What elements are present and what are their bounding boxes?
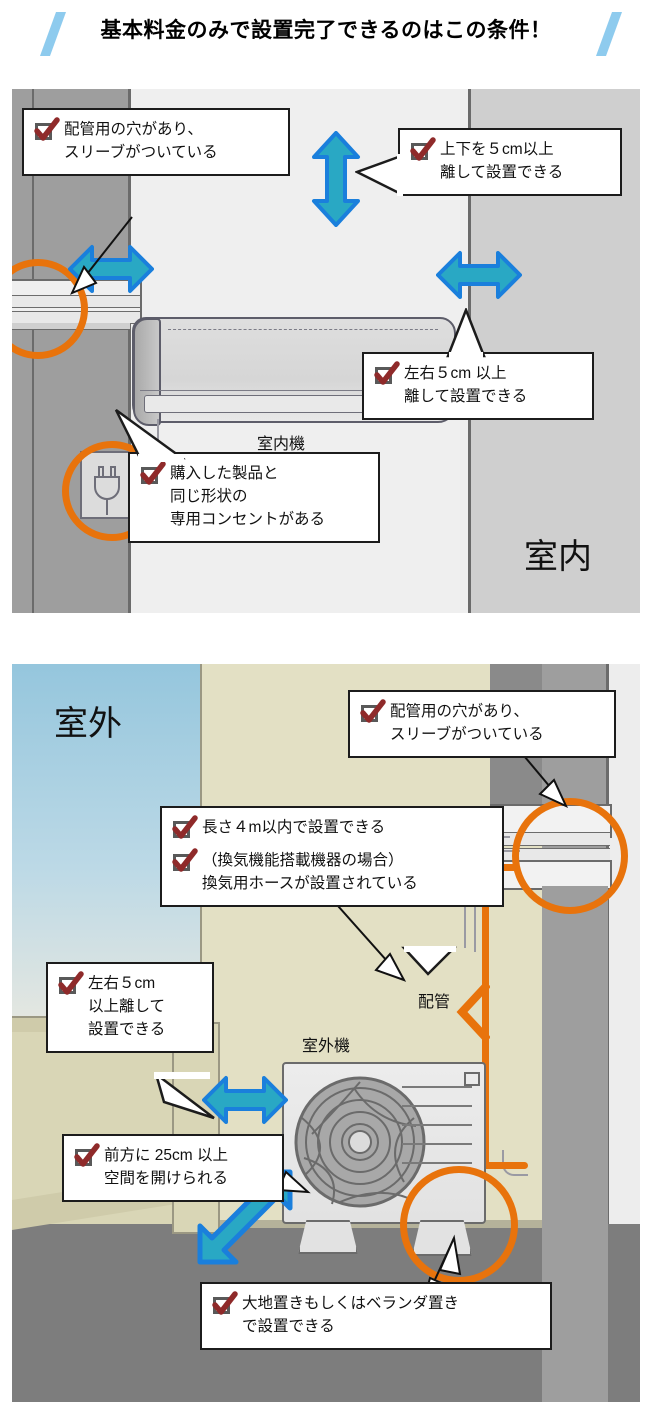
- callout-line: （換気機能搭載機器の場合）: [202, 852, 404, 869]
- callout-line: 長さ４m以内で設置できる: [202, 819, 386, 836]
- ventilation-hose-bottom: [482, 1162, 528, 1169]
- callout-dedicated-outlet: 購入した製品と 同じ形状の 専用コンセントがある: [128, 452, 380, 543]
- callout-tail-pipe-length: [401, 946, 458, 976]
- check-icon: [172, 848, 198, 874]
- outdoor-region-label: 室外: [54, 705, 122, 743]
- callout-line: 左右５cm: [88, 975, 156, 992]
- arrow-up-down-icon: [312, 131, 360, 227]
- pipe-drop-1: [464, 878, 466, 948]
- callout-line: 設置できる: [88, 1020, 166, 1038]
- wall-edge-left: [128, 89, 131, 613]
- callout-vertical-clearance: 上下を５cm以上 離して設置できる: [398, 128, 622, 196]
- callout-front-clearance: 前方に 25cm 以上 空間を開けられる: [62, 1134, 284, 1202]
- callout-tail-outdoor-side: [154, 1072, 215, 1120]
- highlight-circle-sleeve: [12, 259, 88, 359]
- callout-placement-type: 大地置きもしくはベランダ置き で設置できる: [200, 1282, 552, 1350]
- callout-tail-vertical: [355, 154, 403, 197]
- page-title: 基本料金のみで設置完了できるのはこの条件！: [100, 19, 552, 42]
- bracket-icon: [456, 982, 490, 1043]
- callout-tail-outlet: [114, 408, 186, 462]
- callout-line: スリーブがついている: [390, 725, 544, 743]
- callout-tail-horizontal: [446, 308, 486, 358]
- fan-icon: [294, 1076, 426, 1208]
- callout-line: 購入した製品と: [170, 465, 279, 482]
- outdoor-unit-foot-left: [298, 1220, 358, 1254]
- callout-line: 上下を５cm以上: [440, 141, 554, 158]
- check-icon: [58, 971, 84, 997]
- check-icon: [140, 461, 166, 487]
- callout-line: 配管用の穴があり、: [390, 703, 529, 720]
- callout-line: 空間を開けられる: [104, 1169, 229, 1187]
- highlight-circle-outdoor-sleeve: [512, 798, 628, 914]
- indoor-unit-label: 室内機: [257, 436, 306, 453]
- callout-outdoor-side-clearance: 左右５cm 以上離して 設置できる: [46, 962, 214, 1053]
- check-icon: [34, 117, 60, 143]
- callout-line: 換気用ホースが設置されている: [202, 874, 418, 892]
- check-icon: [212, 1291, 238, 1317]
- ventilation-hose: [482, 868, 489, 1168]
- check-icon: [360, 699, 386, 725]
- check-icon: [410, 137, 436, 163]
- pillar-edge-lower: [32, 326, 34, 613]
- callout-outdoor-sleeve-hole: 配管用の穴があり、 スリーブがついている: [348, 690, 616, 758]
- outdoor-unit-slats: [402, 1086, 472, 1181]
- outdoor-unit-port: [464, 1072, 480, 1086]
- check-icon: [172, 815, 198, 841]
- callout-line: 以上離して: [88, 997, 166, 1015]
- ac-body-seam: [140, 390, 446, 391]
- callout-line: で設置できる: [242, 1317, 335, 1335]
- outdoor-pillar-lower: [542, 886, 608, 1224]
- leader-line-sleeve: [70, 216, 133, 295]
- outdoor-unit-label: 室外機: [302, 1038, 351, 1055]
- arrow-left-right-icon-right: [436, 251, 522, 299]
- title-bar: 基本料金のみで設置完了できるのはこの条件！: [0, 0, 652, 68]
- callout-line: 同じ形状の: [170, 487, 248, 505]
- callout-line: 左右５cm 以上: [404, 365, 507, 382]
- callout-line: 離して設置できる: [404, 387, 528, 405]
- callout-sleeve-hole: 配管用の穴があり、 スリーブがついている: [22, 108, 290, 176]
- callout-line: スリーブがついている: [64, 143, 218, 161]
- check-icon: [374, 361, 400, 387]
- indoor-region-label: 室内: [524, 538, 592, 576]
- floor-edge: [202, 1220, 542, 1228]
- callout-horizontal-clearance: 左右５cm 以上 離して設置できる: [362, 352, 594, 420]
- callout-line: 前方に 25cm 以上: [104, 1147, 229, 1164]
- piping-label: 配管: [418, 994, 451, 1011]
- outdoor-pillar-floor: [542, 1224, 608, 1402]
- arrow-left-right-icon-outdoor: [202, 1076, 288, 1124]
- callout-pipe-length: 長さ４m以内で設置できる （換気機能搭載機器の場合） 換気用ホースが設置されてい…: [160, 806, 504, 907]
- ac-top-seam: [168, 329, 438, 330]
- callout-line: 専用コンセントがある: [170, 510, 326, 528]
- callout-line: 配管用の穴があり、: [64, 121, 203, 138]
- callout-line: 大地置きもしくはベランダ置き: [242, 1295, 460, 1312]
- pillar-edge: [32, 89, 34, 315]
- callout-line: 離して設置できる: [440, 163, 564, 181]
- highlight-circle-foot: [400, 1166, 518, 1284]
- check-icon: [74, 1143, 100, 1169]
- pipe-drop-2: [474, 892, 476, 952]
